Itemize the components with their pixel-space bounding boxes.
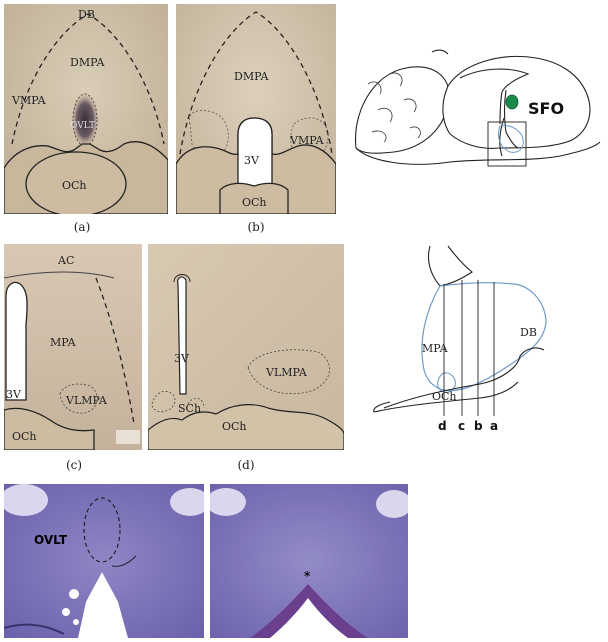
panel-c-3v: 3V [6,388,22,401]
panel-a-dmpa: DMPA [70,56,105,69]
section-mpa: MPA [422,342,449,355]
panel-c-mpa: MPA [50,336,77,349]
nissl-left-ovlt: OVLT [34,533,68,547]
section-cut-c: c [458,419,465,433]
panel-b-caption: (b) [247,220,265,234]
panel-a-ovlt: OVLT [70,121,95,131]
section-schematic: MPA DB OCh d c b a [370,240,600,436]
brain-sfo-label: SFO [528,99,564,118]
nissl-right-marker: * [304,569,311,583]
nissl-right-photo: * [210,484,408,638]
panel-a-photo: DB DMPA VMPA OVLT OCh [4,4,168,214]
panel-b-och: OCh [242,196,267,209]
brain-schematic: SFO [350,44,604,194]
panel-a-vmpa: VMPA [11,94,47,107]
panel-a-db: DB [78,8,95,21]
panel-b-photo: DMPA VMPA 3V OCh [176,4,336,214]
panel-c-photo: AC MPA VLMPA 3V OCh [4,244,142,450]
panel-d-och: OCh [222,420,247,433]
section-cut-a: a [490,419,498,433]
panel-d-3v: 3V [174,352,190,365]
panel-d-vlmpa: VLMPA [265,366,308,379]
panel-c-ac: AC [57,254,74,267]
panel-b-3v: 3V [244,154,260,167]
nissl-left-photo: OVLT [4,484,204,638]
panel-d-photo: 3V VLMPA SCh OCh [148,244,344,450]
panel-d-caption: (d) [237,458,255,472]
panel-a-och: OCh [62,179,87,192]
section-cut-d: d [438,419,447,433]
section-och: OCh [432,390,457,403]
panel-c-vlmpa: VLMPA [65,394,108,407]
panel-c-och: OCh [12,430,37,443]
panel-b-vmpa: VMPA [289,134,325,147]
section-db: DB [520,326,537,339]
panel-a-caption: (a) [73,220,91,234]
panel-c-caption: (c) [65,458,83,472]
panel-d-sch: SCh [178,402,201,415]
panel-b-dmpa: DMPA [234,70,269,83]
section-cut-b: b [474,419,483,433]
